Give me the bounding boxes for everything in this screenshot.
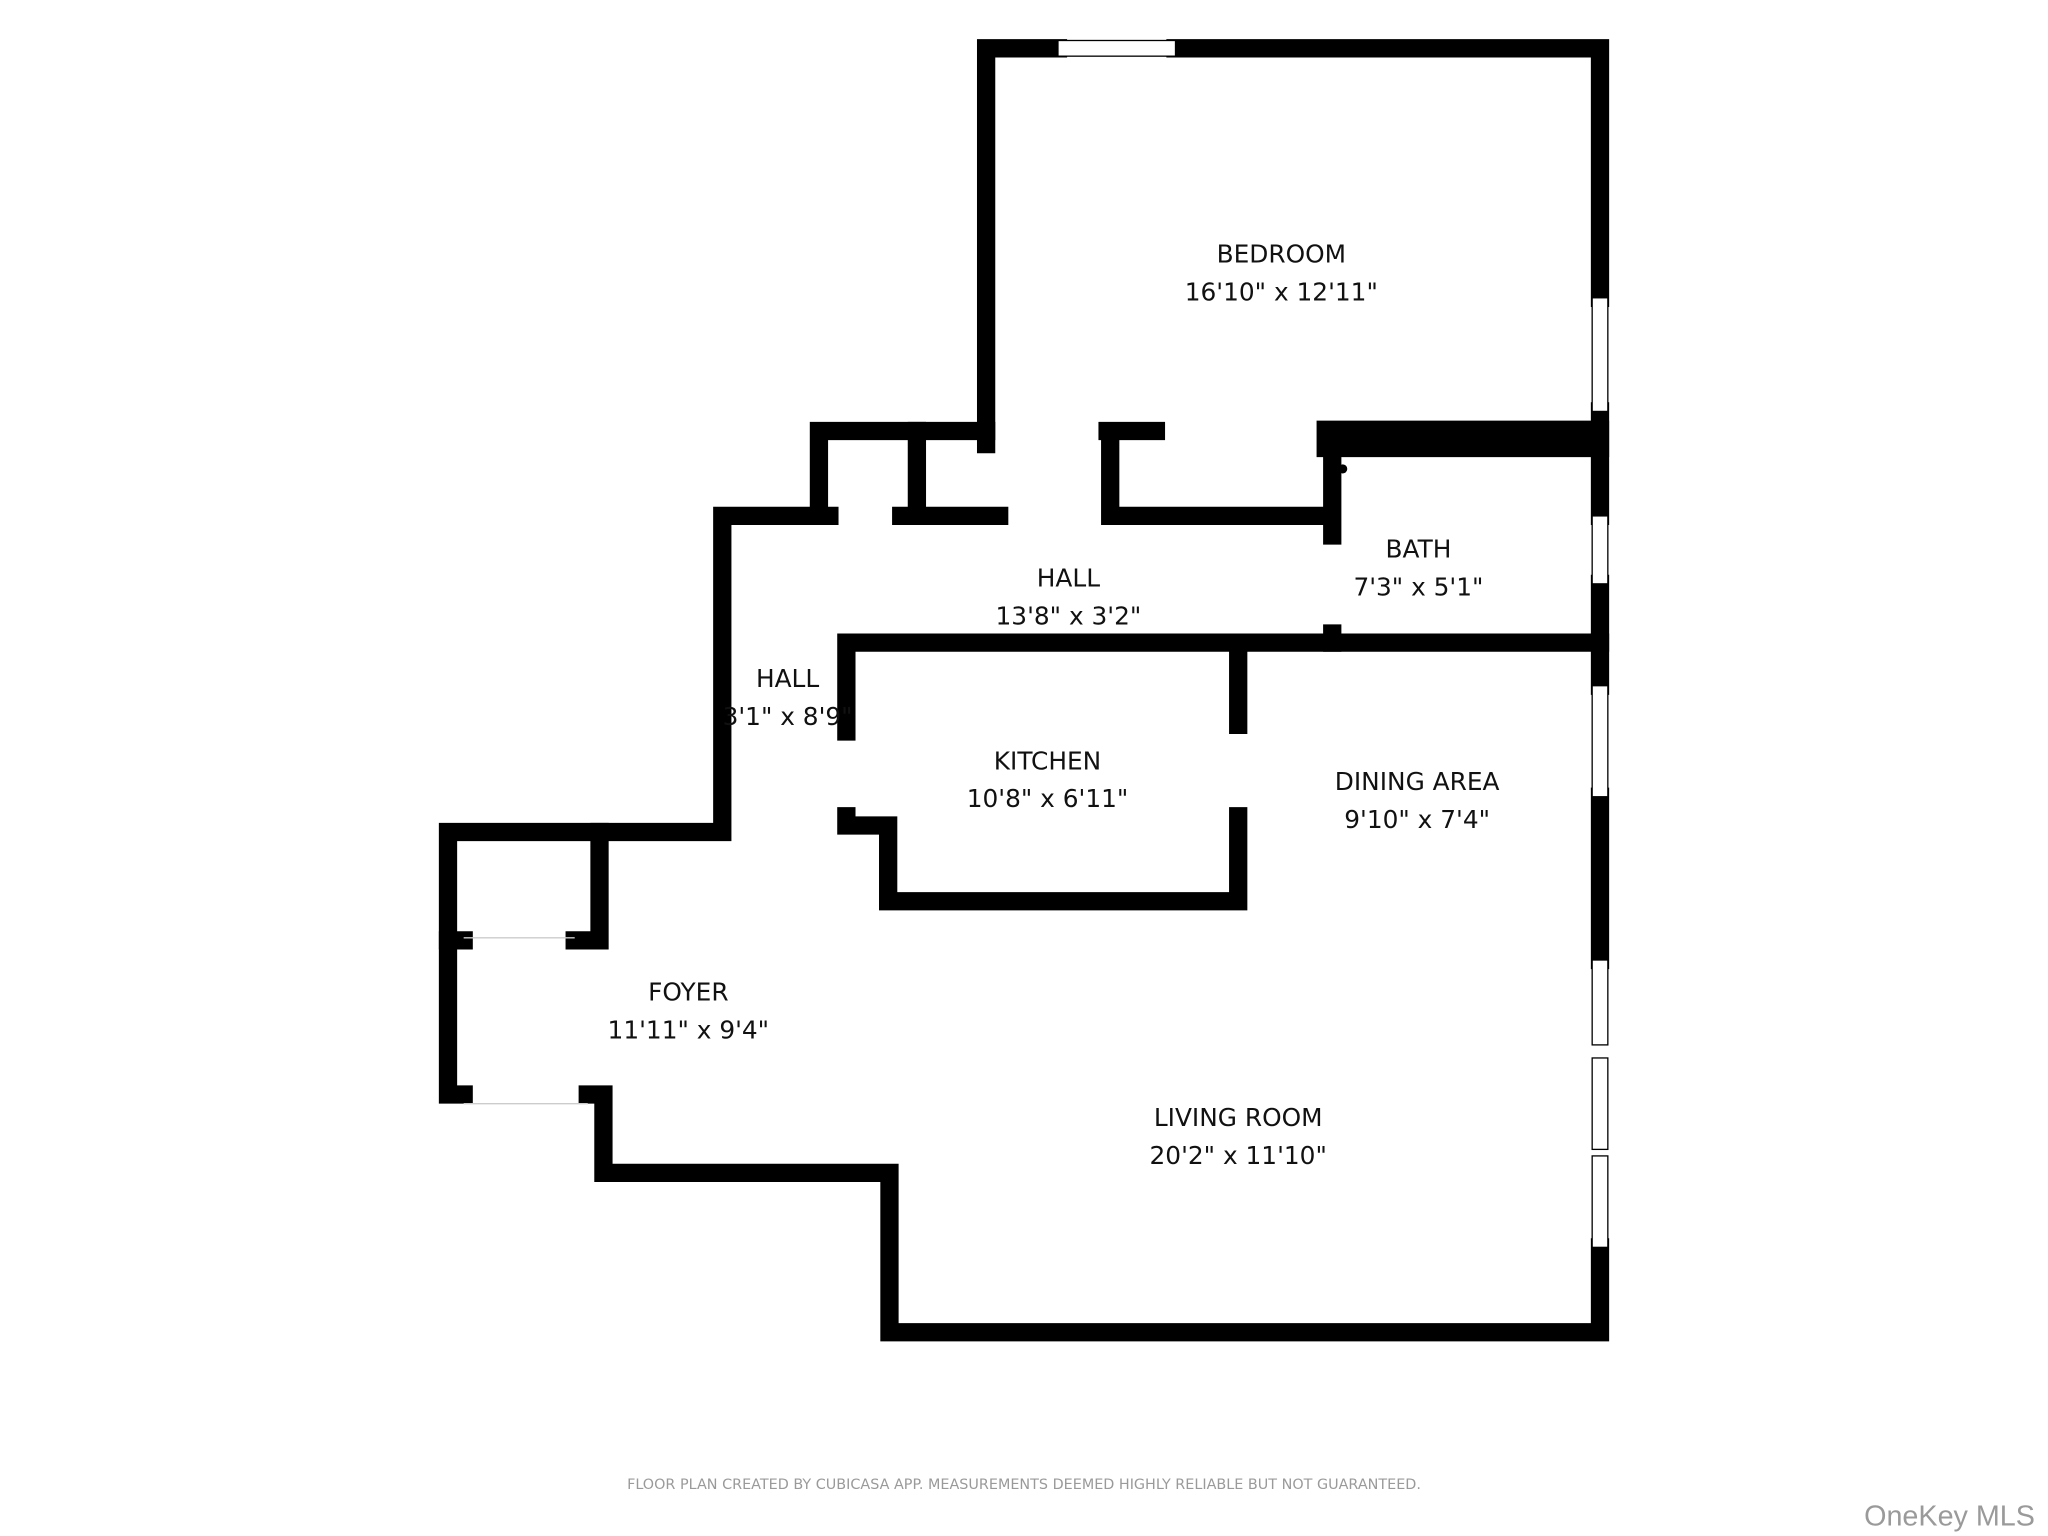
walls	[438, 39, 1610, 1342]
room-size-foyer: 11'11" x 9'4"	[608, 1015, 770, 1044]
room-size-bedroom: 16'10" x 12'11"	[1185, 277, 1378, 306]
window	[1591, 515, 1609, 585]
room-name-kitchen: KITCHEN	[994, 746, 1101, 775]
room-size-hall-2: 3'1" x 8'9"	[723, 702, 853, 731]
room-size-bath: 7'3" x 5'1"	[1353, 573, 1483, 602]
room-name-bedroom: BEDROOM	[1217, 240, 1346, 269]
room-name-bath: BATH	[1386, 535, 1452, 564]
watermark: OneKey MLS	[1864, 1501, 2035, 1533]
window	[1591, 685, 1609, 798]
window	[1591, 1057, 1609, 1151]
fixture-dot	[1338, 464, 1348, 474]
windows	[463, 39, 1609, 1248]
room-name-dining: DINING AREA	[1335, 767, 1500, 796]
window	[1591, 959, 1609, 1046]
disclaimer: FLOOR PLAN CREATED BY CUBICASA APP. MEAS…	[627, 1477, 1421, 1493]
room-size-kitchen: 10'8" x 6'11"	[967, 784, 1129, 813]
window	[1591, 1155, 1609, 1248]
room-labels: BEDROOM 16'10" x 12'11" HALL 13'8" x 3'2…	[608, 240, 1500, 1170]
room-name-living: LIVING ROOM	[1154, 1103, 1323, 1132]
room-size-hall: 13'8" x 3'2"	[996, 601, 1142, 630]
window	[1591, 297, 1609, 413]
room-name-hall-2: HALL	[756, 664, 819, 693]
room-name-hall: HALL	[1037, 563, 1100, 592]
room-name-foyer: FOYER	[648, 977, 728, 1006]
room-size-dining: 9'10" x 7'4"	[1344, 805, 1490, 834]
room-size-living: 20'2" x 11'10"	[1150, 1141, 1327, 1170]
window	[1057, 39, 1177, 57]
